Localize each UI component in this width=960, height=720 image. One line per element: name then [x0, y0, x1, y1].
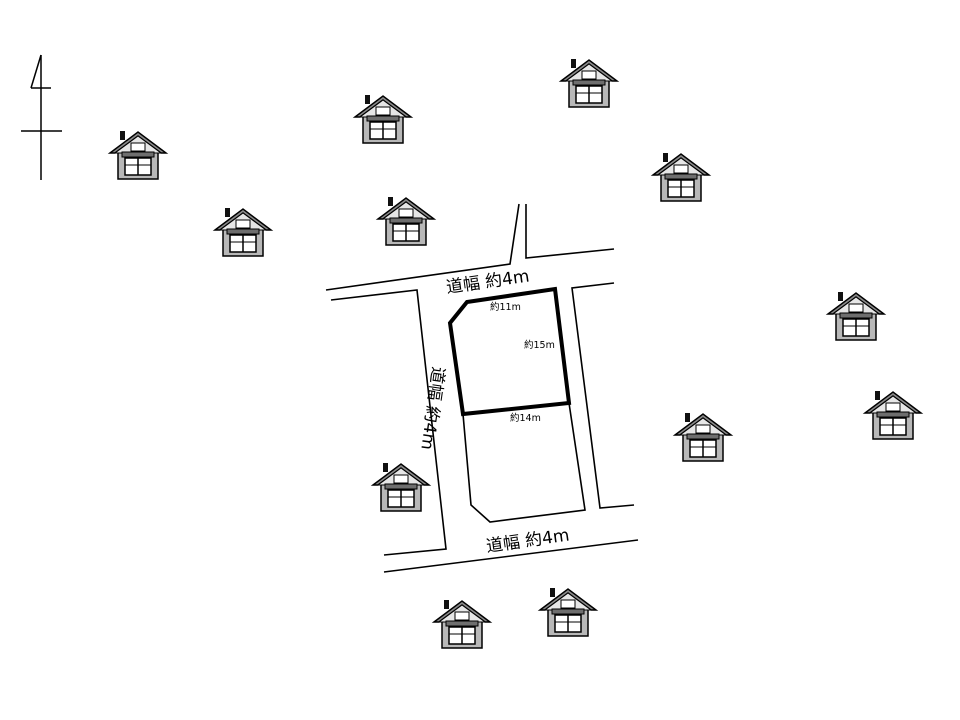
house-icon: [377, 196, 435, 246]
lot-top-dimension: 約11m: [490, 301, 521, 313]
house-icon: [652, 152, 710, 202]
house-icon: [864, 390, 922, 440]
house-icon: [433, 599, 491, 649]
house-icon: [539, 587, 597, 637]
north-road-upper-edge: [325, 203, 520, 291]
houses: [109, 58, 922, 649]
north-road-upper-edge-right: [525, 204, 615, 259]
south-road-width-label: 道幅 約4m: [485, 525, 571, 556]
house-icon: [214, 207, 272, 257]
north-arrow-icon: [21, 54, 62, 180]
subject-lot: [447, 286, 572, 417]
south-road-lower-edge: [383, 539, 639, 573]
lot-right-dimension: 約15m: [524, 339, 555, 351]
house-icon: [109, 130, 167, 180]
lot-bottom-dimension: 約14m: [510, 412, 541, 424]
east-road-edge: [571, 282, 635, 509]
house-icon: [354, 94, 412, 144]
house-icon: [827, 291, 885, 341]
neighbor-lot: [462, 402, 586, 523]
house-icon: [560, 58, 618, 108]
west-road-width-label: 道幅 約4m: [416, 365, 447, 451]
north-road-lower-edge: [330, 289, 447, 556]
house-icon: [372, 462, 430, 512]
house-icon: [674, 412, 732, 462]
road-network: [325, 203, 639, 573]
